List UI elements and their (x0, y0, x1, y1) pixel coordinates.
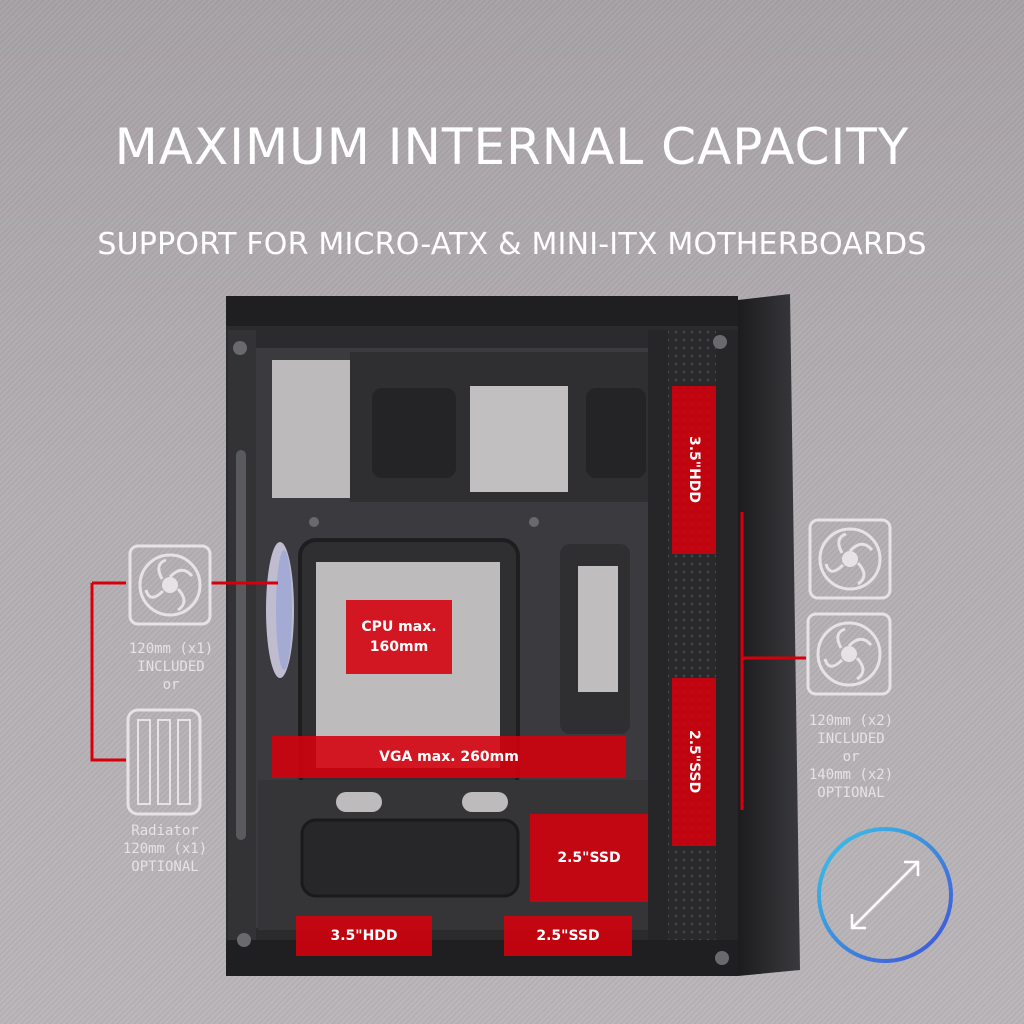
callout-lines (90, 512, 806, 810)
fan-icon (808, 518, 892, 600)
page-subtitle: SUPPORT FOR MICRO-ATX & MINI-ITX MOTHERB… (97, 227, 927, 262)
radiator-icon (126, 708, 202, 816)
vga-clearance-label: VGA max. 260mm (272, 736, 626, 778)
cpu-clearance-label: CPU max. 160mm (346, 600, 452, 674)
radiator-optional: OPTIONAL (131, 859, 199, 875)
hdd-bottom-bay-label: 3.5"HDD (296, 916, 432, 956)
case-frame (226, 294, 800, 976)
front-fans-or: or (842, 749, 860, 765)
rear-fan-or: or (162, 677, 180, 693)
front-fans-optional: OPTIONAL (817, 785, 885, 801)
rear-fan-included: INCLUDED (137, 659, 205, 675)
ssd-mid-bay-label: 2.5"SSD (530, 814, 648, 902)
ssd-bottom-bay-label: 2.5"SSD (504, 916, 632, 956)
rear-fan-size: 120mm (x1) (128, 641, 214, 657)
fan-icon (806, 612, 892, 696)
page-title: MAXIMUM INTERNAL CAPACITY (114, 118, 910, 176)
radiator-size: 120mm (x1) (122, 841, 208, 857)
rear-fan-caption: 120mm (x1) INCLUDED or (96, 640, 246, 694)
ssd-front-bay-label: 2.5"SSD (672, 678, 716, 846)
front-fans-included: INCLUDED (817, 731, 885, 747)
fan-icon (128, 544, 212, 626)
front-panel (738, 294, 800, 976)
radiator-name: Radiator (131, 823, 199, 839)
hdd-front-bay-label: 3.5"HDD (672, 386, 716, 554)
radiator-caption: Radiator 120mm (x1) OPTIONAL (90, 822, 240, 876)
front-fans-alt-size: 140mm (x2) (808, 767, 894, 783)
diagonal-double-arrow-icon (817, 827, 953, 963)
front-fans-size: 120mm (x2) (808, 713, 894, 729)
front-fans-caption: 120mm (x2) INCLUDED or 140mm (x2) OPTION… (776, 712, 926, 802)
